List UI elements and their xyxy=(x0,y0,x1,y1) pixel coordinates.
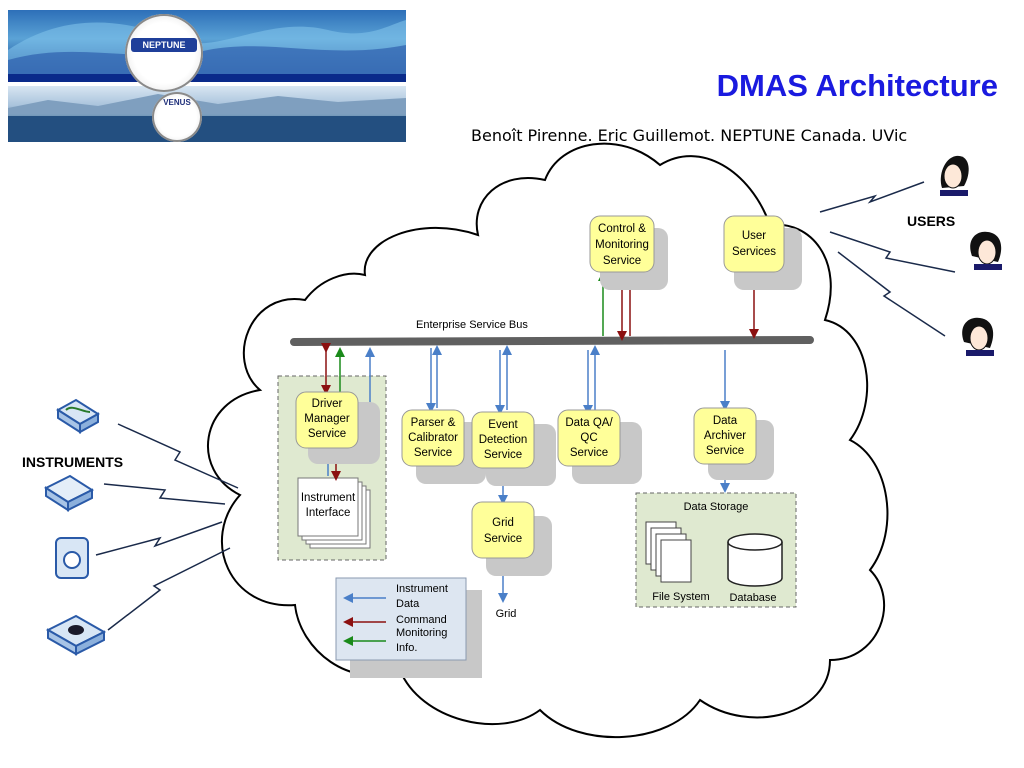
instruments-label: INSTRUMENTS xyxy=(22,454,123,470)
legend-monitoring-line-1: Monitoring xyxy=(396,627,447,639)
user-services-box: User Services xyxy=(723,215,802,290)
user-icon-2 xyxy=(970,231,1002,270)
instrument-interface xyxy=(297,477,371,549)
driver-line-1: Driver xyxy=(312,398,343,410)
user-services-line-2: Services xyxy=(732,246,776,258)
file-system-label: File System xyxy=(652,591,709,603)
grid-service-line-2: Service xyxy=(484,533,522,545)
wave-graphic xyxy=(8,20,406,74)
grid-label: Grid xyxy=(496,608,517,620)
data-qa-qc-service: Data QA/ QC Service xyxy=(557,409,642,484)
control-line-1: Control & xyxy=(598,223,646,235)
event-line-1: Event xyxy=(488,419,518,431)
parser-line-1: Parser & xyxy=(411,417,456,429)
neptune-logo-text: NEPTUNE xyxy=(131,38,197,52)
archiver-line-3: Service xyxy=(706,445,744,457)
file-system-icon xyxy=(645,521,692,583)
qaqc-line-2: QC xyxy=(580,432,597,444)
database-icon xyxy=(727,533,783,587)
parser-calibrator-service: Parser & Calibrator Service xyxy=(401,409,486,484)
slide-authors: Benoît Pirenne. Eric Guillemot. NEPTUNE … xyxy=(471,126,908,145)
database-label: Database xyxy=(729,592,776,604)
archiver-line-2: Archiver xyxy=(704,430,746,442)
neptune-logo: NEPTUNE xyxy=(125,14,203,92)
driver-line-3: Service xyxy=(308,428,346,440)
qaqc-line-1: Data QA/ xyxy=(565,417,613,429)
camera-icon xyxy=(55,537,89,579)
instrument-icon-2 xyxy=(43,474,95,512)
legend-data-line-2: Data xyxy=(396,598,420,610)
event-line-2: Detection xyxy=(479,434,528,446)
instrument-interface-line-1: Instrument xyxy=(301,492,356,504)
grid-service: Grid Service xyxy=(471,501,552,576)
slide-title: DMAS Architecture xyxy=(716,68,998,103)
instrument-icon-1 xyxy=(56,398,100,434)
instrument-links xyxy=(95,423,239,631)
parser-line-3: Service xyxy=(414,447,452,459)
venus-logo: VENUS xyxy=(152,92,202,142)
driver-line-2: Manager xyxy=(304,413,350,425)
legend-data-line-1: Instrument xyxy=(396,583,448,595)
control-line-2: Monitoring xyxy=(595,239,649,251)
driver-manager-service: Driver Manager Service xyxy=(295,391,380,464)
event-line-3: Service xyxy=(484,449,522,461)
event-detection-service: Event Detection Service xyxy=(471,411,556,486)
legend: Instrument Data Command Monitoring Info. xyxy=(335,577,482,678)
neptune-banner xyxy=(8,10,406,82)
users-label: USERS xyxy=(907,213,955,229)
user-icon-3 xyxy=(962,317,994,356)
user-icon-1 xyxy=(940,155,969,196)
bus-label: Enterprise Service Bus xyxy=(416,319,528,331)
venus-logo-text: VENUS xyxy=(163,98,191,107)
qaqc-line-3: Service xyxy=(570,447,608,459)
instrument-interface-line-2: Interface xyxy=(306,507,351,519)
sonar-icon xyxy=(45,614,107,656)
user-services-line-1: User xyxy=(742,230,766,242)
data-storage-title: Data Storage xyxy=(684,501,749,513)
mountains-graphic xyxy=(8,94,406,142)
control-monitoring-service: Control & Monitoring Service xyxy=(589,215,668,290)
control-line-3: Service xyxy=(603,255,641,267)
grid-service-line-1: Grid xyxy=(492,517,514,529)
legend-monitoring-line-2: Info. xyxy=(396,642,417,654)
legend-command: Command xyxy=(396,614,447,626)
venus-banner xyxy=(8,86,406,142)
banner-stripe xyxy=(8,74,406,82)
user-links xyxy=(819,181,956,337)
data-archiver-service: Data Archiver Service xyxy=(693,407,774,480)
parser-line-2: Calibrator xyxy=(408,432,458,444)
archiver-line-1: Data xyxy=(713,415,738,427)
enterprise-service-bus xyxy=(290,336,814,346)
